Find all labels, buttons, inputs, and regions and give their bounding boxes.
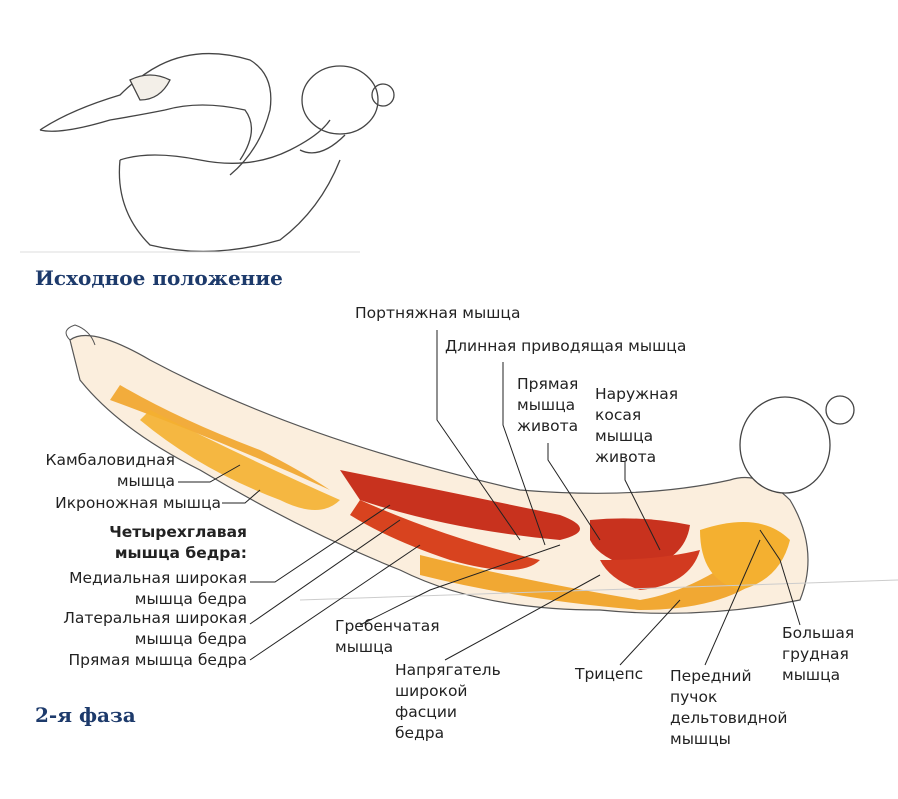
leader-lines bbox=[178, 330, 801, 666]
label-line: мышца bbox=[517, 396, 576, 414]
label-vastus-lateralis: Латеральная широкая мышца бедра bbox=[63, 608, 247, 650]
label-anterior-deltoid: Передний пучок дельтовидной мышцы bbox=[670, 666, 787, 750]
label-line: фасции bbox=[395, 703, 457, 721]
label-line: мышца bbox=[116, 472, 175, 490]
label-soleus: Камбаловидная мышца bbox=[45, 450, 175, 492]
label-line: Напрягатель bbox=[395, 661, 501, 679]
label-line: пучок bbox=[670, 688, 718, 706]
label-gastrocnemius: Икроножная мышца bbox=[55, 494, 221, 512]
label-rectus-femoris: Прямая мышца бедра bbox=[68, 651, 248, 669]
label-adductor-longus: Длинная приводящая мышца bbox=[445, 337, 687, 355]
label-line: Латеральная широкая bbox=[63, 609, 247, 627]
label-line: мышца bbox=[335, 638, 394, 656]
label-line: живота bbox=[517, 417, 579, 435]
label-line: грудная bbox=[782, 645, 849, 663]
label-line: Наружная bbox=[595, 385, 679, 403]
title-start-position: Исходное положение bbox=[35, 266, 283, 290]
label-pectoralis-major: Большая грудная мышца bbox=[782, 623, 854, 686]
label-quadriceps: Четырехглавая мышца бедра: bbox=[109, 522, 247, 564]
label-line: мышца бедра: bbox=[114, 544, 247, 562]
label-line: Передний bbox=[670, 667, 752, 685]
label-external-oblique: Наружная косая мышца живота bbox=[595, 384, 678, 468]
label-line: Медиальная широкая bbox=[69, 569, 247, 587]
label-line: мышцы bbox=[670, 730, 731, 748]
phase2-figure bbox=[65, 324, 855, 614]
label-line: дельтовидной bbox=[670, 709, 788, 727]
label-line: косая bbox=[595, 406, 642, 424]
label-line: Гребенчатая bbox=[335, 617, 440, 635]
label-line: Четырехглавая bbox=[109, 523, 247, 541]
start-position-figure bbox=[39, 52, 395, 253]
label-line: Большая bbox=[782, 624, 855, 642]
label-line: живота bbox=[595, 448, 657, 466]
label-line: мышца бедра bbox=[134, 630, 247, 648]
label-pectineus: Гребенчатая мышца bbox=[335, 616, 440, 658]
label-line: Прямая bbox=[517, 375, 579, 393]
label-rectus-abdominis: Прямая мышца живота bbox=[517, 374, 578, 437]
label-sartorius: Портняжная мышца bbox=[355, 304, 521, 322]
label-line: мышца bbox=[782, 666, 841, 684]
label-tfl: Напрягатель широкой фасции бедра bbox=[395, 660, 501, 744]
label-line: Камбаловидная bbox=[45, 451, 175, 469]
label-line: мышца бедра bbox=[134, 590, 247, 608]
label-line: широкой bbox=[395, 682, 468, 700]
label-vastus-medialis: Медиальная широкая мышца бедра bbox=[69, 568, 247, 610]
label-line: бедра bbox=[395, 724, 445, 742]
title-phase2: 2-я фаза bbox=[35, 703, 136, 727]
label-triceps: Трицепс bbox=[575, 665, 644, 683]
label-line: мышца bbox=[595, 427, 654, 445]
